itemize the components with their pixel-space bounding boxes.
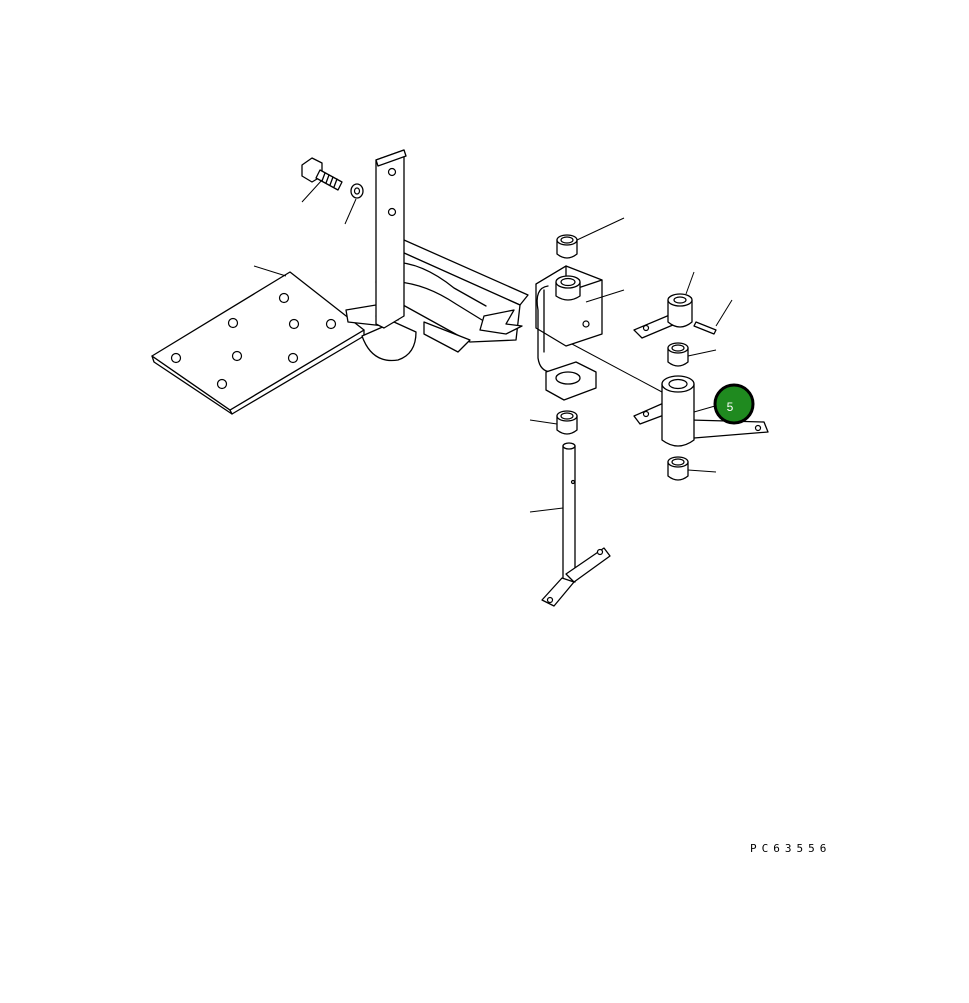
pin-icon <box>693 321 717 335</box>
floor-plate-icon <box>151 271 365 415</box>
bushing-icon <box>556 234 578 259</box>
callout-label: 5 <box>727 400 734 414</box>
pedal-bracket-icon <box>345 149 529 362</box>
drawing-code: PC63556 <box>750 842 832 855</box>
bolt-icon <box>301 157 343 191</box>
callout-circle <box>713 383 755 425</box>
lever-arm-icon <box>633 375 769 447</box>
callout-5[interactable]: 5 <box>713 383 755 425</box>
rod-icon <box>541 442 611 607</box>
lever-icon <box>633 293 693 339</box>
pivot-bracket-icon <box>535 265 603 401</box>
bushing-icon <box>667 456 689 481</box>
bushing-icon <box>556 410 578 435</box>
leader-lines <box>253 179 733 513</box>
washer-icon <box>350 183 364 199</box>
bushing-icon <box>667 342 689 367</box>
